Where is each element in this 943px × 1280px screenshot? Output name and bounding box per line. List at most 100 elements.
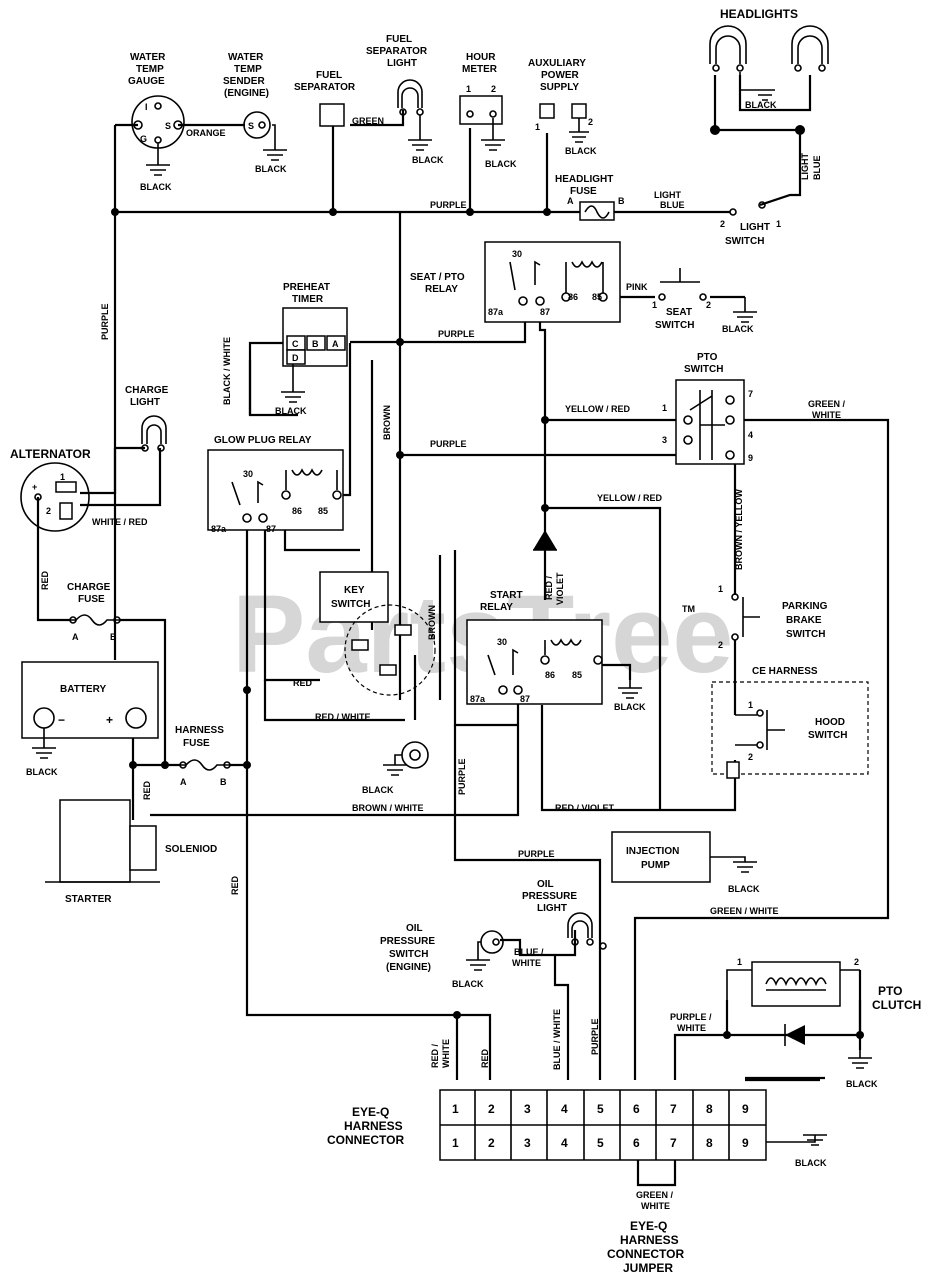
- svg-text:FUSE: FUSE: [78, 594, 105, 605]
- svg-text:−: −: [58, 713, 65, 727]
- svg-text:ORANGE: ORANGE: [186, 128, 226, 138]
- svg-text:9: 9: [742, 1102, 749, 1116]
- svg-text:SEPARATOR: SEPARATOR: [294, 82, 356, 93]
- svg-text:SEAT: SEAT: [666, 307, 692, 318]
- eyeq-connector-jumper: GREEN / WHITE EYE-Q HARNESS CONNECTOR JU…: [607, 1160, 684, 1275]
- svg-text:SWITCH: SWITCH: [655, 320, 694, 331]
- svg-text:7: 7: [748, 389, 753, 399]
- svg-text:INJECTION: INJECTION: [626, 846, 679, 857]
- svg-text:RED: RED: [293, 678, 313, 688]
- svg-text:PREHEAT: PREHEAT: [283, 282, 330, 293]
- svg-text:SWITCH: SWITCH: [684, 364, 723, 375]
- svg-text:HARNESS: HARNESS: [344, 1119, 403, 1133]
- svg-text:SWITCH: SWITCH: [331, 599, 370, 610]
- svg-text:PURPLE /: PURPLE /: [670, 1012, 712, 1022]
- svg-text:2: 2: [488, 1136, 495, 1150]
- svg-text:9: 9: [742, 1136, 749, 1150]
- svg-text:30: 30: [497, 637, 507, 647]
- wire-label-purple-conn: PURPLE: [590, 1018, 600, 1055]
- svg-text:SWITCH: SWITCH: [725, 236, 764, 247]
- seat-pto-relay: SEAT / PTO RELAY 30 87a 87 86 85 PINK: [410, 241, 648, 323]
- svg-text:6: 6: [633, 1136, 640, 1150]
- fuel-separator-light: FUEL SEPARATOR LIGHT BLACK: [366, 34, 444, 165]
- svg-text:WATER: WATER: [228, 52, 264, 63]
- svg-text:+: +: [32, 482, 37, 492]
- wire-label-purple-mid: PURPLE: [518, 849, 555, 859]
- svg-text:OIL: OIL: [406, 923, 423, 934]
- pto-switch: PTO SWITCH 1 3 7 4 9 YELLOW / RED PURPLE…: [430, 352, 846, 570]
- eyeq-harness-connector: EYE-Q HARNESS CONNECTOR 1 2 3 4 5 6 7 8 …: [327, 1089, 827, 1168]
- svg-text:6: 6: [633, 1102, 640, 1116]
- svg-text:FUSE: FUSE: [183, 738, 210, 749]
- svg-text:1: 1: [535, 122, 540, 132]
- wire-label-red-violet: RED / VIOLET: [555, 803, 615, 813]
- svg-text:BLACK: BLACK: [140, 182, 172, 192]
- svg-text:VIOLET: VIOLET: [555, 572, 565, 605]
- charge-light: CHARGE LIGHT PURPLE: [100, 303, 169, 452]
- svg-text:CHARGE: CHARGE: [125, 385, 169, 396]
- water-temp-gauge: WATER TEMP GAUGE I S G BLACK: [128, 52, 185, 192]
- svg-text:CLUTCH: CLUTCH: [872, 998, 921, 1012]
- battery: BATTERY − + BLACK: [21, 661, 159, 777]
- svg-text:1: 1: [60, 472, 65, 482]
- svg-text:SOLENIOD: SOLENIOD: [165, 844, 217, 855]
- svg-text:87a: 87a: [470, 694, 486, 704]
- svg-text:KEY: KEY: [344, 585, 365, 596]
- svg-text:WATER: WATER: [130, 52, 166, 63]
- svg-text:FUSE: FUSE: [570, 186, 597, 197]
- svg-text:FUEL: FUEL: [386, 34, 412, 45]
- svg-text:D: D: [292, 353, 299, 363]
- svg-text:B: B: [312, 339, 319, 349]
- headlights: HEADLIGHTS BLACK: [709, 7, 829, 110]
- svg-text:EYE-Q: EYE-Q: [352, 1105, 389, 1119]
- svg-text:RELAY: RELAY: [425, 284, 458, 295]
- svg-text:BLACK: BLACK: [614, 702, 646, 712]
- svg-text:BROWN / YELLOW: BROWN / YELLOW: [734, 489, 744, 570]
- svg-text:87: 87: [520, 694, 530, 704]
- svg-text:1: 1: [452, 1136, 459, 1150]
- svg-text:B: B: [110, 632, 117, 642]
- svg-text:EYE-Q: EYE-Q: [630, 1219, 667, 1233]
- svg-text:1: 1: [652, 300, 657, 310]
- svg-text:BLACK: BLACK: [26, 767, 58, 777]
- svg-text:HEADLIGHTS: HEADLIGHTS: [720, 7, 798, 21]
- svg-text:A: A: [180, 777, 187, 787]
- svg-text:STARTER: STARTER: [65, 894, 112, 905]
- svg-text:(ENGINE): (ENGINE): [224, 88, 269, 99]
- svg-text:CONNECTOR: CONNECTOR: [607, 1247, 684, 1261]
- svg-text:HOOD: HOOD: [815, 717, 845, 728]
- svg-text:S: S: [165, 121, 171, 131]
- svg-text:PURPLE: PURPLE: [430, 439, 467, 449]
- svg-text:3: 3: [662, 435, 667, 445]
- svg-text:4: 4: [561, 1102, 568, 1116]
- svg-text:WHITE: WHITE: [677, 1023, 706, 1033]
- svg-text:A: A: [332, 339, 339, 349]
- svg-text:86: 86: [292, 506, 302, 516]
- svg-text:7: 7: [670, 1136, 677, 1150]
- svg-text:CE HARNESS: CE HARNESS: [752, 666, 818, 677]
- svg-text:85: 85: [592, 292, 602, 302]
- svg-text:PRESSURE: PRESSURE: [522, 891, 577, 902]
- svg-text:POWER: POWER: [541, 70, 580, 81]
- svg-text:85: 85: [318, 506, 328, 516]
- svg-text:GREEN: GREEN: [352, 116, 384, 126]
- svg-text:JUMPER: JUMPER: [623, 1261, 673, 1275]
- preheat-timer: PREHEAT TIMER C B A D BLACK PURPLE BLACK…: [222, 282, 475, 440]
- svg-text:RED: RED: [142, 780, 152, 800]
- auxiliary-power-supply: AUXULIARY POWER SUPPLY 1 2 BLACK: [528, 58, 597, 156]
- svg-text:WHITE: WHITE: [812, 410, 841, 420]
- svg-text:BLACK: BLACK: [275, 406, 307, 416]
- svg-text:PRESSURE: PRESSURE: [380, 936, 435, 947]
- svg-text:8: 8: [706, 1102, 713, 1116]
- junction-dots: [111, 125, 864, 1039]
- svg-text:BLACK: BLACK: [485, 159, 517, 169]
- svg-text:2: 2: [46, 506, 51, 516]
- svg-text:BROWN: BROWN: [427, 605, 437, 640]
- svg-text:BLACK: BLACK: [722, 324, 754, 334]
- svg-text:BLACK: BLACK: [745, 100, 777, 110]
- svg-text:PURPLE: PURPLE: [438, 329, 475, 339]
- svg-text:BLUE /: BLUE /: [514, 947, 544, 957]
- svg-text:SWITCH: SWITCH: [389, 949, 428, 960]
- fuel-separator: FUEL SEPARATOR GREEN: [294, 70, 384, 127]
- svg-text:PTO: PTO: [697, 352, 718, 363]
